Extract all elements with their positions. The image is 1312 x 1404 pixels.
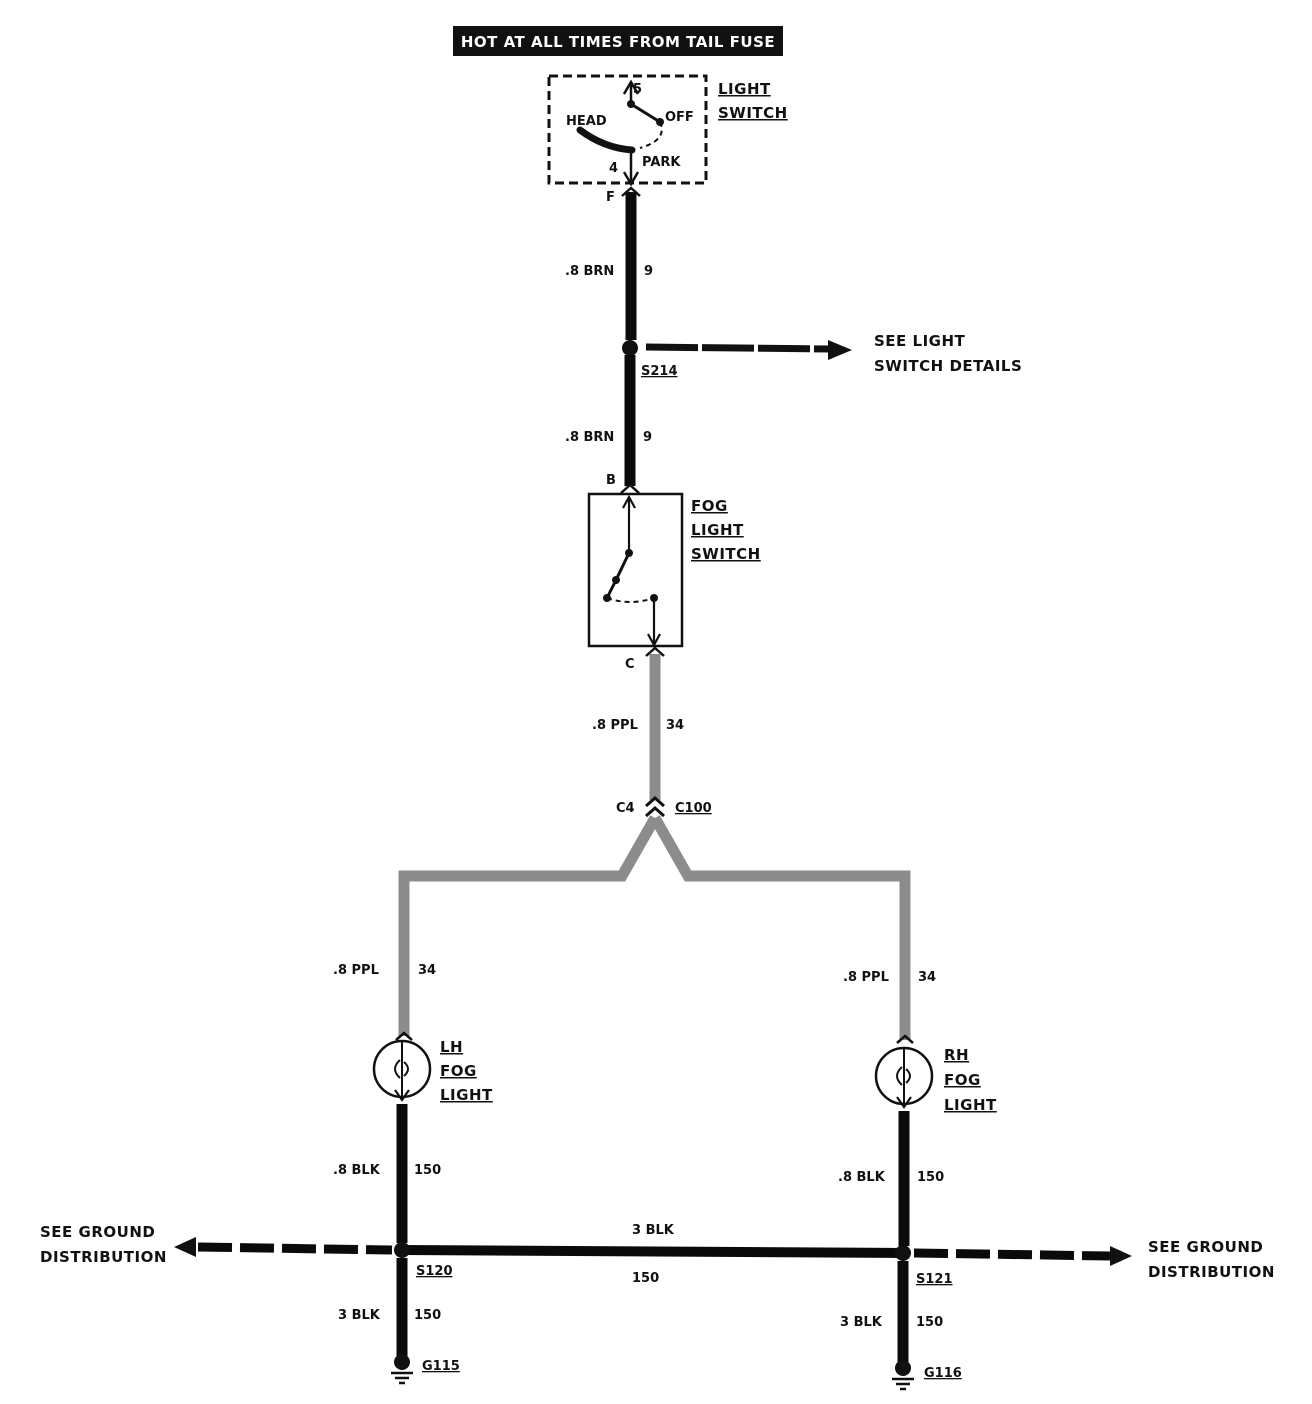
rh-fog-light-line3: LIGHT xyxy=(944,1096,997,1114)
ground-bus-gauge: 3 BLK xyxy=(632,1223,675,1238)
connector-c100-bottom xyxy=(645,805,665,818)
banner-text: HOT AT ALL TIMES FROM TAIL FUSE xyxy=(461,33,775,51)
ground-dist-right-line2: DISTRIBUTION xyxy=(1148,1263,1275,1281)
ground-g116-symbol xyxy=(892,1360,914,1391)
fog-switch-box xyxy=(587,492,684,648)
ground-dist-right-arrowhead xyxy=(1110,1246,1132,1266)
light-switch-pin-top: 5 xyxy=(633,82,642,97)
ground-g115-label: G115 xyxy=(422,1359,460,1374)
lh-fog-light-line1: LH xyxy=(440,1038,463,1056)
wire-ppl-right-circuit: 34 xyxy=(918,970,936,985)
ground-bus-circuit: 150 xyxy=(632,1271,659,1286)
wire-blk-right-gauge: .8 BLK xyxy=(838,1170,886,1185)
rh-fog-light-line2: FOG xyxy=(944,1071,981,1089)
ground-g115-symbol xyxy=(391,1354,413,1385)
light-switch-pin-bottom: 4 xyxy=(609,161,618,176)
wire-mid-gauge: .8 BRN xyxy=(565,430,614,445)
splice-s121-dot xyxy=(895,1245,911,1261)
ground-dist-left-line xyxy=(197,1242,393,1255)
ground-dist-left-line2: DISTRIBUTION xyxy=(40,1248,167,1266)
wire-top-circuit: 9 xyxy=(644,264,653,279)
light-switch-name-line1: LIGHT xyxy=(718,80,771,98)
light-switch-details-line2: SWITCH DETAILS xyxy=(874,357,1022,375)
light-switch-internals xyxy=(576,79,664,187)
splice-s121-label: S121 xyxy=(916,1272,953,1287)
ground-g116-label: G116 xyxy=(924,1366,962,1381)
banner-background xyxy=(453,26,783,56)
wire-ppl-main-gauge: .8 PPL xyxy=(592,718,638,733)
lh-fog-light-bulb xyxy=(372,1031,432,1102)
wire-gnd-right-gauge: 3 BLK xyxy=(840,1315,883,1330)
wire-mid-circuit: 9 xyxy=(643,430,652,445)
fog-switch-terminal-c: C xyxy=(625,657,635,672)
splice-s120-label: S120 xyxy=(416,1264,453,1279)
wire-gnd-left-gauge: 3 BLK xyxy=(338,1308,381,1323)
splice-s214-label: S214 xyxy=(641,364,678,379)
fog-switch-name-line1: FOG xyxy=(691,497,728,515)
fog-switch-name-line2: LIGHT xyxy=(691,521,744,539)
light-switch-details-arrow-line xyxy=(645,343,831,353)
wire-ppl-left-circuit: 34 xyxy=(418,963,436,978)
fog-switch-internals xyxy=(603,494,661,648)
wire-ppl-left-gauge: .8 PPL xyxy=(333,963,379,978)
wire-ppl-main-circuit: 34 xyxy=(666,718,684,733)
light-switch-name-line2: SWITCH xyxy=(718,104,788,122)
ground-dist-left-line1: SEE GROUND xyxy=(40,1223,155,1241)
ground-dist-left-arrowhead xyxy=(174,1237,196,1257)
connector-pin: C4 xyxy=(616,801,635,816)
fog-switch-name-line3: SWITCH xyxy=(691,545,761,563)
ground-dist-right-line xyxy=(913,1248,1111,1261)
wire-top-gauge: .8 BRN xyxy=(565,264,614,279)
ground-dist-right-line1: SEE GROUND xyxy=(1148,1238,1263,1256)
light-switch-details-line1: SEE LIGHT xyxy=(874,332,966,350)
wire-ppl-right xyxy=(650,815,911,1040)
light-switch-pos-off: OFF xyxy=(665,110,694,125)
splice-s214-dot xyxy=(622,340,638,356)
fog-switch-terminal-b: B xyxy=(606,473,616,488)
wire-gnd-right-circuit: 150 xyxy=(916,1315,943,1330)
wire-blk-left-gauge: .8 BLK xyxy=(333,1163,381,1178)
lh-fog-light-line2: FOG xyxy=(440,1062,477,1080)
wire-blk-left-circuit: 150 xyxy=(414,1163,441,1178)
rh-fog-light-line1: RH xyxy=(944,1046,969,1064)
rh-fog-light-bulb xyxy=(874,1034,934,1109)
light-switch-pos-head: HEAD xyxy=(566,114,607,129)
light-switch-details-arrowhead xyxy=(828,340,852,360)
wire-ppl-right-gauge: .8 PPL xyxy=(843,970,889,985)
ground-bus-wire xyxy=(401,1245,904,1258)
connector-id: C100 xyxy=(675,801,712,816)
splice-s120-dot xyxy=(394,1242,410,1258)
light-switch-terminal-f: F xyxy=(606,190,615,205)
light-switch-box xyxy=(547,74,708,185)
light-switch-pos-park: PARK xyxy=(642,155,681,170)
wire-blk-right-circuit: 150 xyxy=(917,1170,944,1185)
connector-c100-top xyxy=(645,795,665,808)
lh-fog-light-line3: LIGHT xyxy=(440,1086,493,1104)
wire-ppl-left xyxy=(398,815,660,1036)
wire-gnd-left-circuit: 150 xyxy=(414,1308,441,1323)
